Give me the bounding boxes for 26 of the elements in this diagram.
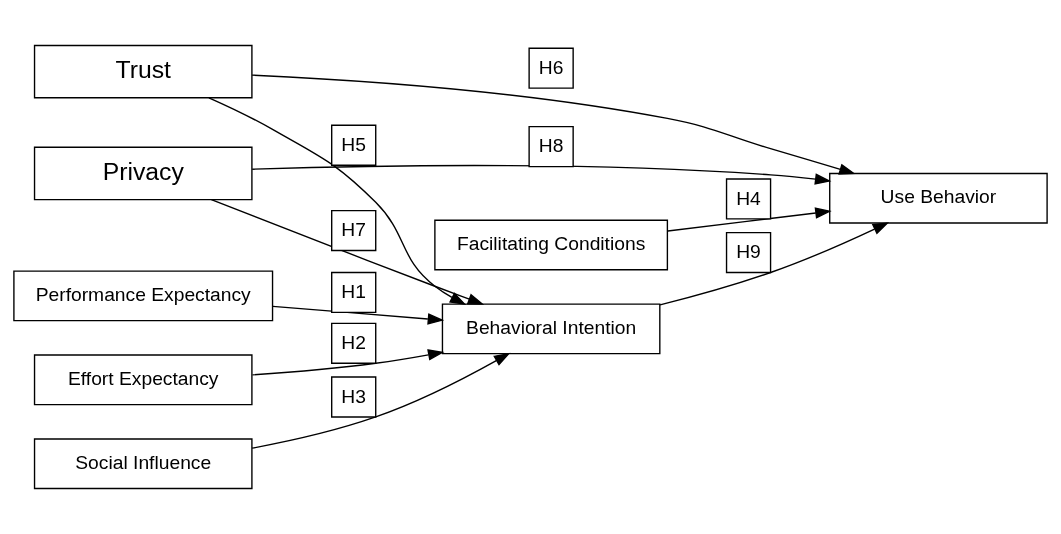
- arrow: [210, 199, 485, 305]
- node-box: Effort Expectancy: [33, 354, 253, 406]
- node-box: Trust: [33, 44, 253, 99]
- edge-label: H2: [341, 332, 366, 354]
- edge-label: H3: [341, 385, 366, 407]
- node-box: Social Influence: [33, 438, 253, 490]
- arrow: [667, 207, 832, 232]
- edge-label: H9: [736, 241, 761, 263]
- node-box: Behavioral Intention: [441, 303, 661, 355]
- arrow: [251, 349, 445, 376]
- edge-label: H4: [736, 187, 761, 209]
- node-box: Privacy: [33, 146, 253, 201]
- edge-label: H8: [538, 135, 564, 157]
- edge-label: H1: [341, 281, 366, 303]
- edge-label: H7: [341, 219, 366, 241]
- arrow: [272, 305, 445, 325]
- edge-label: H6: [538, 56, 564, 78]
- node-box: Use Behavior: [829, 172, 1048, 224]
- arrow: [251, 165, 832, 185]
- node-box: Facilitating Conditions: [434, 219, 669, 271]
- arrow: [251, 352, 511, 449]
- edge-label: H5: [341, 134, 366, 156]
- arrow: [251, 74, 856, 175]
- node-box: Performance Expectancy: [13, 270, 274, 322]
- arrow: [208, 97, 467, 305]
- arrow: [659, 222, 890, 306]
